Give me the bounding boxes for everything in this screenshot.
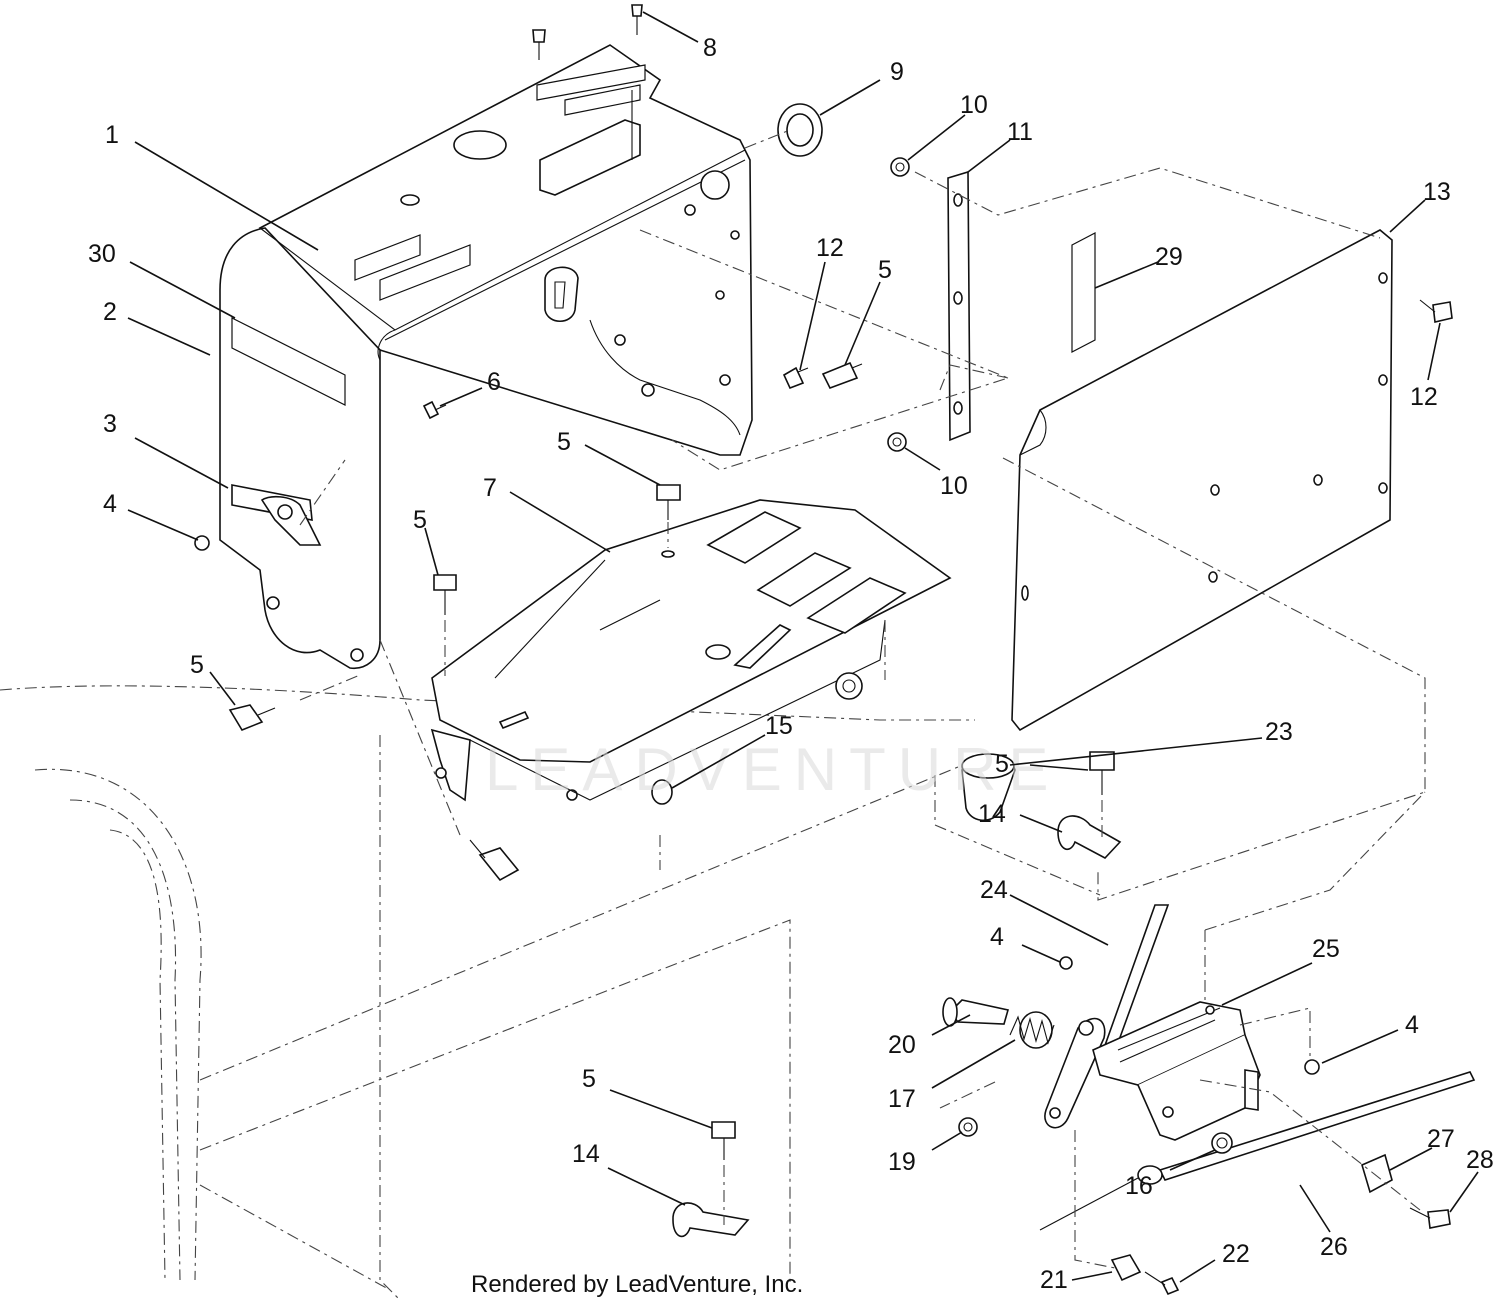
grommet <box>777 103 823 157</box>
callout-25: 25 <box>1312 935 1340 963</box>
callout-22: 22 <box>1222 1240 1250 1268</box>
control-box-housing <box>219 44 753 669</box>
spring-and-bolt <box>942 997 1055 1049</box>
callout-4: 4 <box>990 923 1004 951</box>
callout-24: 24 <box>980 876 1008 904</box>
callout-29: 29 <box>1155 243 1183 271</box>
control-cable <box>1039 1071 1476 1231</box>
callout-11: 11 <box>1007 118 1033 146</box>
callout-28: 28 <box>1466 1146 1494 1174</box>
callout-30: 30 <box>88 240 116 268</box>
leader-lines <box>127 11 1479 1283</box>
callout-19: 19 <box>888 1148 916 1176</box>
callout-12: 12 <box>1410 383 1438 411</box>
footer-credit: Rendered by LeadVenture, Inc. <box>471 1271 803 1298</box>
clip-upper <box>1057 815 1122 859</box>
callout-10: 10 <box>940 472 968 500</box>
callout-4: 4 <box>1405 1011 1419 1039</box>
callout-10: 10 <box>960 91 988 119</box>
callout-8: 8 <box>703 34 717 62</box>
callout-3: 3 <box>103 410 117 438</box>
callout-5: 5 <box>190 651 204 679</box>
callout-7: 7 <box>483 474 497 502</box>
callout-17: 17 <box>888 1085 916 1113</box>
callout-13: 13 <box>1423 178 1451 206</box>
callout-16: 16 <box>1125 1172 1153 1200</box>
callout-5: 5 <box>995 750 1009 778</box>
watermark-text: LEADVENTURE <box>485 736 1060 803</box>
cable-clamp <box>1361 1153 1393 1194</box>
callout-23: 23 <box>1265 718 1293 746</box>
hardware <box>194 4 1453 1296</box>
callout-1: 1 <box>105 121 119 149</box>
callout-12: 12 <box>816 234 844 262</box>
callout-6: 6 <box>487 368 501 396</box>
fender-outline <box>0 685 976 1301</box>
latch <box>231 484 322 546</box>
bracket-strip <box>947 170 971 442</box>
assembly-lines <box>299 129 1426 1269</box>
callout-5: 5 <box>582 1065 596 1093</box>
callout-4: 4 <box>103 490 117 518</box>
control-knob <box>961 753 1016 821</box>
callout-9: 9 <box>890 58 904 86</box>
control-plate <box>430 499 952 802</box>
callout-5: 5 <box>878 256 892 284</box>
callout-numbers: 1 30 2 3 4 5 6 5 7 5 8 9 10 11 12 5 10 1… <box>88 34 1494 1294</box>
clip-lower <box>672 1202 750 1238</box>
callout-20: 20 <box>888 1031 916 1059</box>
callout-21: 21 <box>1040 1266 1068 1294</box>
gate-plate <box>1092 1001 1261 1141</box>
callout-14: 14 <box>978 800 1006 828</box>
callout-5: 5 <box>413 506 427 534</box>
callout-15: 15 <box>765 712 793 740</box>
callout-5: 5 <box>557 428 571 456</box>
callout-27: 27 <box>1427 1125 1455 1153</box>
callout-2: 2 <box>103 298 117 326</box>
callout-14: 14 <box>572 1140 600 1168</box>
side-panel <box>1011 229 1393 732</box>
callout-26: 26 <box>1320 1233 1348 1261</box>
